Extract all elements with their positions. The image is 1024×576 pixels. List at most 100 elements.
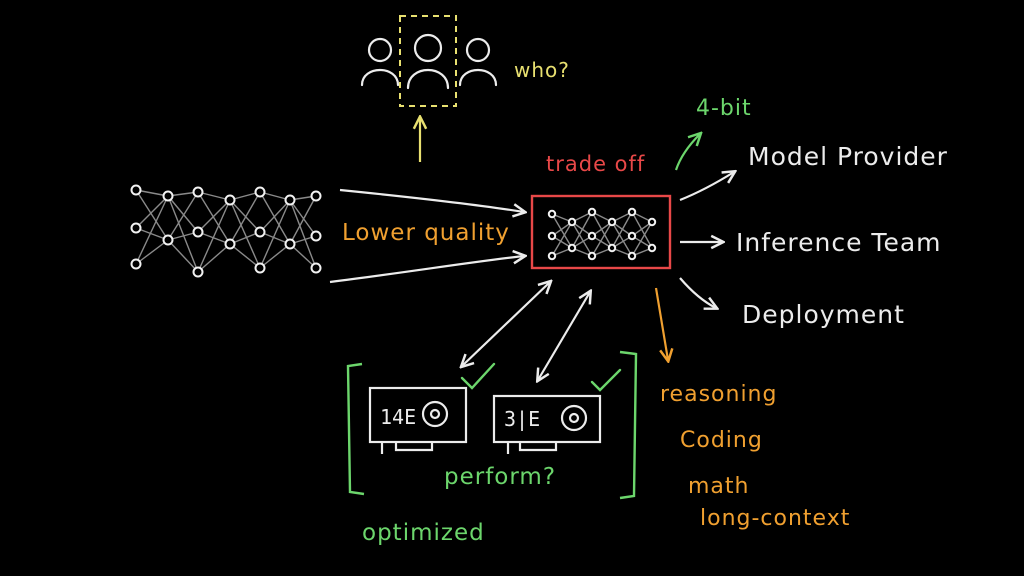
small-network-node — [607, 217, 617, 227]
gpu-left-label: 14E — [380, 405, 416, 429]
reasoning-label: reasoning — [660, 382, 778, 407]
large-network-edge — [259, 199, 291, 269]
large-network-node — [284, 238, 296, 250]
small-network-node — [587, 207, 597, 217]
gpu-right-label: 3|E — [504, 407, 540, 431]
large-network-node — [310, 262, 322, 274]
large-network-node — [254, 262, 266, 274]
gpu-card-left-icon — [368, 386, 468, 454]
large-network-node — [310, 190, 322, 202]
large-network-node — [192, 266, 204, 278]
small-network-edge — [611, 211, 633, 249]
small-network-node — [547, 251, 557, 261]
small-network-edge — [631, 211, 653, 249]
small-network-node — [647, 217, 657, 227]
large-network-node — [130, 184, 142, 196]
arrow-to-deployment — [679, 277, 716, 308]
large-network-node — [224, 194, 236, 206]
who-label: who? — [514, 58, 570, 82]
large-network-edge — [259, 191, 291, 245]
small-network-node — [567, 217, 577, 227]
large-network-edge — [197, 191, 231, 245]
large-network-edge — [197, 231, 231, 245]
left-bracket — [346, 362, 365, 496]
arrow-bottom-to-model — [329, 256, 524, 284]
arrow-model-gpu-left — [462, 282, 550, 366]
large-network-edge — [167, 239, 199, 273]
large-network-node — [162, 190, 174, 202]
math-label: math — [688, 474, 750, 499]
large-network-edge — [167, 195, 199, 273]
compressed-model-box — [530, 194, 672, 270]
large-network-edge — [289, 199, 317, 269]
large-network-node — [310, 230, 322, 242]
large-network-edge — [135, 239, 169, 265]
large-network-node — [192, 186, 204, 198]
small-network-edge — [591, 221, 613, 257]
perform-label: perform? — [444, 464, 557, 490]
large-network-edge — [229, 199, 261, 233]
large-network-edge — [259, 199, 291, 233]
large-network-edge — [289, 195, 317, 245]
large-network-edge — [197, 199, 231, 273]
lower-quality-label: Lower quality — [342, 220, 510, 246]
large-network-node — [162, 234, 174, 246]
large-network-edge — [289, 243, 317, 269]
small-model-network-icon — [547, 207, 657, 261]
large-network-edge — [229, 199, 261, 269]
small-network-node — [587, 231, 597, 241]
arrow-to-tasks — [654, 287, 668, 360]
small-network-edge — [571, 211, 593, 249]
arrow-to-model-provider — [679, 172, 734, 202]
model-provider-label: Model Provider — [748, 142, 948, 171]
large-network-edge — [229, 191, 261, 245]
inference-team-label: Inference Team — [736, 228, 942, 257]
large-network-edge — [259, 243, 291, 269]
large-model-network-icon — [130, 184, 322, 278]
large-network-node — [254, 186, 266, 198]
large-network-edge — [197, 199, 231, 233]
coding-label: Coding — [680, 428, 763, 453]
deployment-label: Deployment — [742, 300, 905, 329]
small-network-node — [627, 207, 637, 217]
large-network-edge — [167, 195, 199, 233]
people-icon — [360, 33, 498, 90]
small-network-node — [627, 251, 637, 261]
small-network-edge — [611, 221, 633, 257]
small-network-edge — [591, 211, 613, 249]
four-bit-label: 4-bit — [696, 96, 752, 121]
small-network-node — [607, 243, 617, 253]
small-network-node — [647, 243, 657, 253]
large-network-node — [254, 226, 266, 238]
small-network-node — [567, 243, 577, 253]
small-network-node — [547, 209, 557, 219]
check-icon-right — [590, 368, 622, 392]
small-network-edge — [571, 221, 593, 257]
long-context-label: long-context — [700, 506, 851, 531]
large-network-node — [284, 194, 296, 206]
arrow-model-gpu-right — [538, 292, 590, 380]
small-network-edge — [551, 213, 573, 249]
selection-dashed-box — [399, 15, 457, 107]
right-bracket — [619, 350, 638, 500]
large-network-node — [192, 226, 204, 238]
large-network-edge — [135, 227, 169, 241]
gpu-card-right-icon — [492, 394, 602, 454]
large-network-node — [130, 258, 142, 270]
small-network-node — [547, 231, 557, 241]
small-network-node — [627, 231, 637, 241]
large-network-edge — [135, 195, 169, 229]
trade-off-label: trade off — [546, 152, 646, 176]
check-icon-left — [460, 362, 496, 390]
large-network-edge — [135, 189, 169, 241]
optimized-label: optimized — [362, 520, 485, 546]
large-network-edge — [197, 243, 231, 273]
arrow-top-to-model — [339, 188, 524, 212]
small-network-edge — [551, 221, 573, 257]
large-network-edge — [135, 195, 169, 265]
small-network-node — [587, 251, 597, 261]
large-network-edge — [167, 191, 199, 241]
large-network-node — [224, 238, 236, 250]
